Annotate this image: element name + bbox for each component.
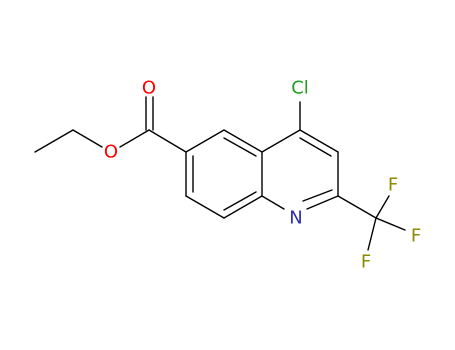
bond-c3-c4-inner: [299, 137, 332, 157]
bond-n1-c2-inner: [302, 189, 333, 202]
bond-carbonyl-ring: [148, 129, 187, 153]
bond-ethyl-ch3-ch2: [34, 129, 74, 153]
bond-ethyl-ch2-o: [72, 129, 103, 148]
bond-c3-c4: [299, 129, 339, 153]
carbonyl-oxygen-label: O: [142, 78, 156, 99]
bond-o-carbonyl: [119, 129, 150, 148]
fluorine-label-2: F: [411, 226, 421, 247]
bond-n1-c2: [306, 195, 339, 210]
fluorine-label-1: F: [388, 175, 398, 196]
chlorine-label: Cl: [291, 78, 309, 99]
fluorine-label-3: F: [361, 252, 371, 273]
bond-cf3-f2: [375, 217, 406, 231]
bond-c4-c4a: [261, 129, 301, 153]
bond-c8-c8a-inner: [223, 191, 257, 211]
bond-c2-cf3: [337, 195, 377, 219]
bond-c7-c8: [185, 195, 225, 219]
bond-c5-c6: [185, 129, 225, 153]
bond-c4a-c5-inner: [223, 137, 257, 157]
bond-c4a-c5: [223, 129, 263, 153]
bond-cf3-f3: [367, 217, 377, 251]
bond-cf3-f1: [375, 195, 390, 219]
bond-c8a-n1: [261, 195, 285, 210]
bond-c8-c8a: [223, 195, 263, 219]
nitrogen-label: N: [289, 208, 302, 229]
ester-oxygen-label: O: [104, 142, 118, 163]
